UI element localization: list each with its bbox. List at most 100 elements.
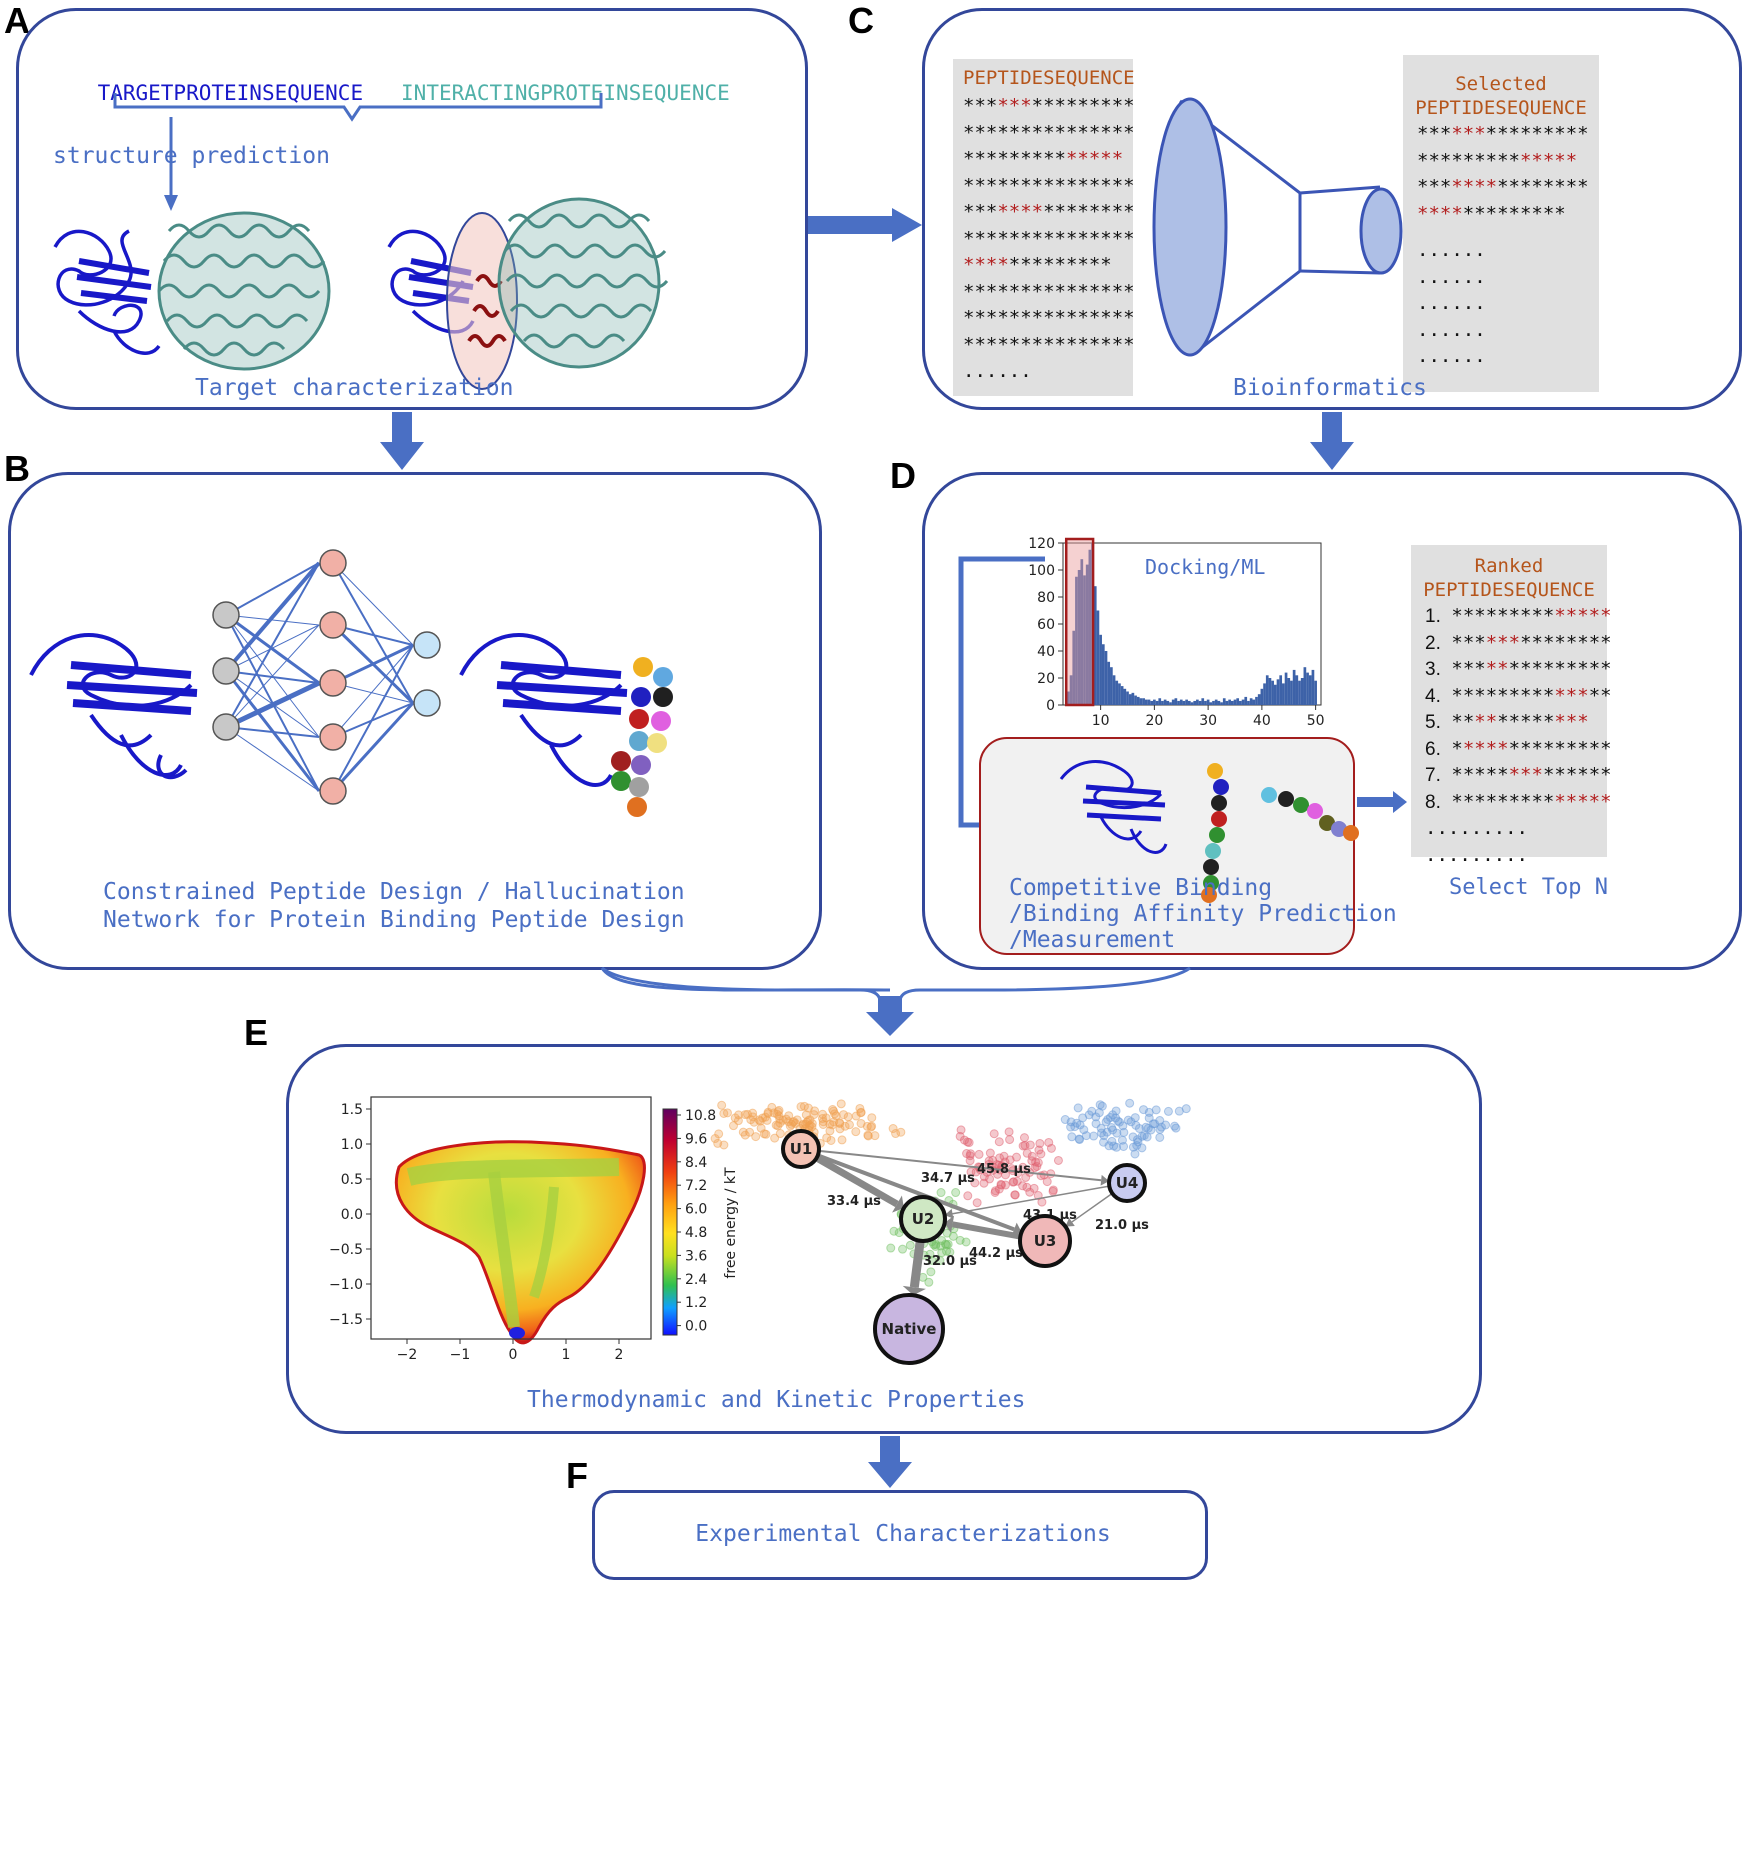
msm-sample-point (818, 1119, 828, 1129)
panel-f-caption: Experimental Characterizations (695, 1521, 1111, 1547)
network-edge (332, 562, 414, 704)
msm-sample-point (1142, 1132, 1152, 1142)
msm-sample-point (964, 1138, 974, 1148)
msm-sample-point (818, 1117, 828, 1127)
histogram-bar (1236, 698, 1240, 705)
msm-sample-point (1079, 1125, 1089, 1135)
histogram-bar (1220, 702, 1223, 705)
msm-sample-point (936, 1241, 946, 1251)
histogram-bar (1306, 672, 1309, 705)
msm-state-label: U1 (790, 1140, 813, 1158)
merge-connector (600, 966, 1191, 1036)
histogram-bar (1171, 699, 1175, 705)
histogram-bar (1228, 699, 1231, 705)
sequence-row: 5. ************ (1425, 711, 1589, 733)
histogram-bar (1225, 700, 1229, 705)
msm-sample-point (835, 1124, 845, 1134)
peptide-library-list: PEPTIDESEQUENCE *************** *********… (953, 59, 1135, 396)
histogram-bar (1287, 678, 1291, 705)
histogram-bar (1179, 699, 1183, 705)
msm-sample-point (951, 1188, 961, 1198)
sequence-row: *************** (963, 174, 1135, 197)
histogram-xtick: 20 (1145, 713, 1163, 729)
msm-sample-point (891, 1129, 901, 1139)
msm-sample-point (896, 1127, 906, 1137)
msm-sample-point (1096, 1123, 1106, 1133)
histogram-bar (1249, 698, 1253, 705)
arrow-a-to-c (808, 208, 922, 242)
msm-sample-point (770, 1133, 780, 1143)
arrow-a-to-b (380, 412, 424, 470)
msm-sample-point (898, 1244, 908, 1254)
msm-sample-point (870, 1131, 880, 1141)
fes-frame (370, 1096, 652, 1340)
peptide-bead (651, 711, 671, 731)
peptide-bead (629, 709, 649, 729)
colorbar (662, 1108, 678, 1336)
histogram-ytick: 40 (1037, 644, 1055, 660)
binding-complex-graphic (1059, 760, 1359, 903)
msm-sample-point (807, 1119, 817, 1129)
msm-sample-point (1155, 1132, 1165, 1142)
funnel-graphic (1152, 97, 1403, 357)
library-header: PEPTIDESEQUENCE (963, 67, 1135, 89)
msm-sample-point (1004, 1127, 1014, 1137)
network-edge (225, 613, 320, 685)
histogram-bar (1252, 699, 1256, 705)
msm-sample-point (836, 1099, 846, 1109)
histogram-bar (1290, 680, 1293, 705)
histogram-bar (1126, 691, 1129, 705)
peptide-beads (611, 657, 673, 817)
fes-xtick: 2 (615, 1347, 624, 1363)
msm-sample-point (1053, 1155, 1063, 1165)
free-peptide-bead (1278, 791, 1294, 807)
network-edge (332, 644, 414, 738)
msm-sample-point (1107, 1136, 1117, 1146)
histogram-bar (1096, 610, 1100, 705)
network-edge (225, 726, 320, 792)
histogram-bar (1101, 644, 1105, 705)
histogram-bar (1284, 672, 1288, 705)
msm-sample-point (1155, 1116, 1165, 1126)
msm-sample-point (755, 1116, 765, 1126)
peptide-bead (611, 771, 631, 791)
msm-sample-point (963, 1191, 973, 1201)
colorbar-tick: 0.0 (685, 1319, 707, 1335)
hidden-node (319, 723, 347, 751)
histogram-bar (1314, 680, 1317, 705)
panel-c: PEPTIDESEQUENCE *************** *********… (922, 8, 1742, 410)
sequence-row: 4. ************** (1425, 684, 1612, 707)
target-sequence: TARGETPROTEINSEQUENCE (97, 81, 364, 105)
msm-state-label: U3 (1034, 1232, 1057, 1250)
msm-sample-point (746, 1115, 756, 1125)
msm-sample-point (936, 1188, 946, 1198)
sequence-row: 2. ************** (1425, 631, 1612, 654)
msm-sample-point (1035, 1138, 1045, 1148)
network-edge (331, 701, 415, 793)
histogram-bar (1233, 699, 1237, 705)
msm-sample-point (1161, 1120, 1171, 1130)
histogram-bar (1085, 564, 1089, 705)
panel-c-caption: Bioinformatics (1233, 375, 1427, 401)
msm-sample-point (719, 1108, 729, 1118)
msm-sample-point (1109, 1141, 1119, 1151)
sequence-row: *************** (963, 333, 1135, 356)
msm-sample-point (1119, 1127, 1129, 1137)
msm-sample-point (738, 1127, 748, 1137)
msm-sample-point (826, 1135, 836, 1145)
fes-xtick: 1 (562, 1347, 571, 1363)
msm-state-u1 (781, 1129, 821, 1169)
selected-peptide-list: Selected PEPTIDESEQUENCE ***************… (1403, 55, 1599, 392)
msm-sample-point (1042, 1177, 1052, 1187)
histogram-ytick: 0 (1046, 698, 1055, 714)
selected-header-1: Selected (1455, 73, 1547, 95)
peptide-bead (633, 657, 653, 677)
sequence-row: *************** (963, 121, 1135, 144)
msm-sample-point (995, 1153, 1005, 1163)
histogram-bar (1295, 675, 1299, 705)
histogram-bar (1077, 570, 1081, 705)
panel-label-b: B (4, 448, 30, 489)
peptide-bead (611, 751, 631, 771)
